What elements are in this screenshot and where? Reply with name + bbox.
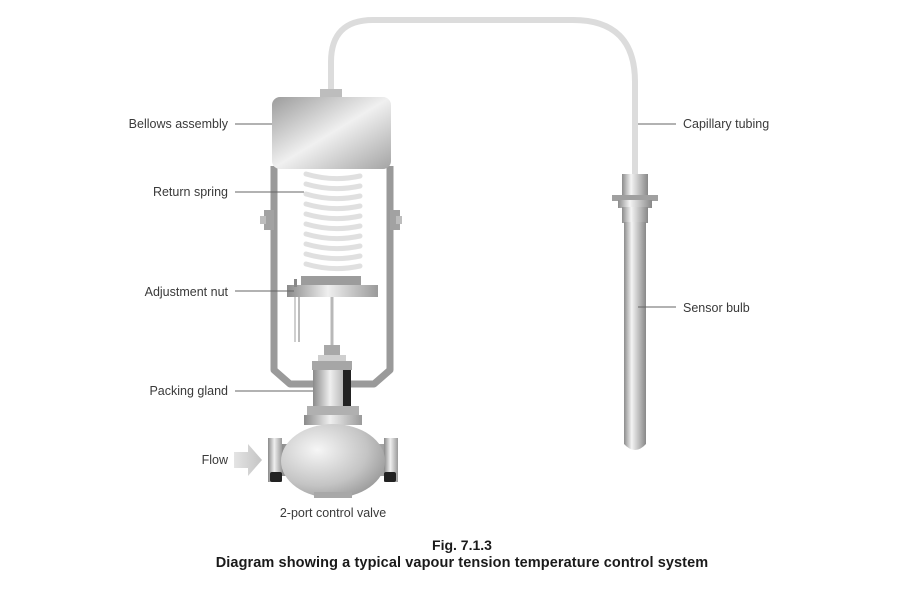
leader-lines xyxy=(235,123,676,392)
spring-coil xyxy=(303,261,363,272)
packing-gland xyxy=(304,370,362,425)
sensor-bulb xyxy=(612,174,658,450)
capillary-tubing xyxy=(328,17,638,179)
spring-coil xyxy=(303,171,363,182)
label-capillary-tubing: Capillary tubing xyxy=(683,117,769,131)
label-packing-gland: Packing gland xyxy=(149,384,228,398)
label-return-spring: Return spring xyxy=(153,185,228,199)
return-spring xyxy=(303,171,363,272)
label-sensor-bulb: Sensor bulb xyxy=(683,301,750,315)
spring-coil xyxy=(303,181,363,192)
label-control-valve: 2-port control valve xyxy=(280,506,386,520)
valve-stem xyxy=(312,297,352,370)
spring-coil xyxy=(303,201,363,212)
flow-arrow-icon xyxy=(234,444,262,476)
spring-coil xyxy=(303,191,363,202)
spring-coil xyxy=(303,241,363,252)
figure-number: Fig. 7.1.3 xyxy=(432,537,492,553)
adjustment-nut xyxy=(287,276,378,342)
label-flow: Flow xyxy=(202,453,229,467)
label-bellows-assembly: Bellows assembly xyxy=(129,117,229,131)
label-adjustment-nut: Adjustment nut xyxy=(145,285,229,299)
control-valve-body xyxy=(268,424,398,498)
spring-coil xyxy=(303,251,363,262)
bellows-assembly xyxy=(272,89,391,169)
spring-coil xyxy=(303,211,363,222)
spring-coil xyxy=(303,231,363,242)
spring-coil xyxy=(303,221,363,232)
figure-title: Diagram showing a typical vapour tension… xyxy=(215,555,709,571)
